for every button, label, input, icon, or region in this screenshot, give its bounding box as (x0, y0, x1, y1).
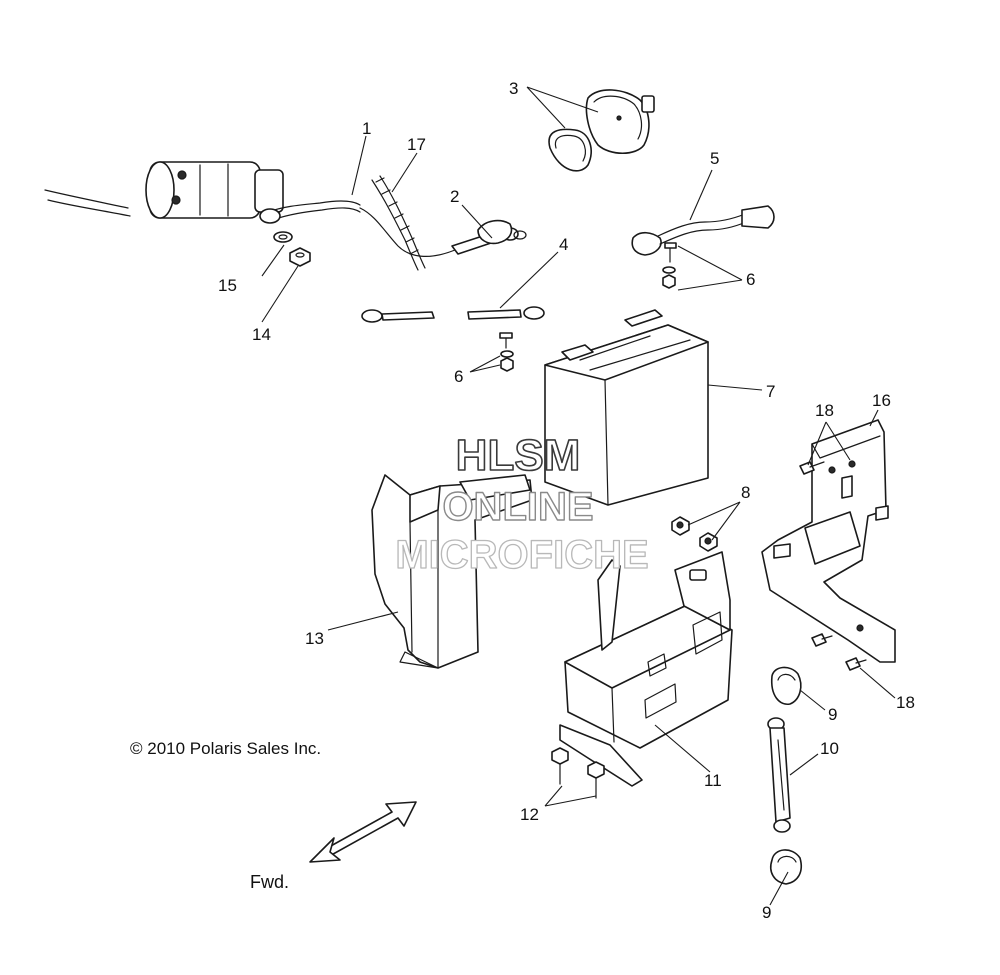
callout-6-upper: 6 (746, 270, 755, 289)
watermark-line-1: HLSM (456, 431, 581, 480)
part-15-washer (273, 231, 293, 243)
callout-17: 17 (407, 135, 426, 154)
callout-9-upper: 9 (828, 705, 837, 724)
part-16-bracket (761, 419, 896, 663)
watermark-line-2: ONLINE (442, 485, 593, 529)
part-10-strap (767, 717, 791, 833)
forward-label: Fwd. (250, 872, 289, 892)
callout-16: 16 (872, 391, 891, 410)
callout-2: 2 (450, 187, 459, 206)
callout-7: 7 (766, 382, 775, 401)
part-4-ground-strap (361, 306, 545, 323)
part-9-clip-lower (770, 849, 802, 885)
leader-lines (261, 86, 896, 906)
part-2-terminal-boot (477, 219, 527, 245)
copyright-notice: © 2010 Polaris Sales Inc. (130, 739, 321, 758)
part-13-battery-cover (371, 474, 533, 669)
callout-11: 11 (704, 771, 722, 790)
callout-15: 15 (218, 276, 237, 295)
callout-3: 3 (509, 79, 518, 98)
callout-12: 12 (520, 805, 539, 824)
part-6-hardware-lower (499, 332, 514, 372)
callout-8: 8 (741, 483, 750, 502)
callout-14: 14 (252, 325, 271, 344)
callout-9-lower: 9 (762, 903, 771, 922)
callout-5: 5 (710, 149, 719, 168)
forward-arrow (309, 801, 417, 863)
callout-13: 13 (305, 629, 324, 648)
part-18-screw-lower (811, 633, 867, 671)
callout-10: 10 (820, 739, 839, 758)
callout-6-lower: 6 (454, 367, 463, 386)
part-9-clip-upper (770, 666, 802, 705)
part-12-screws (551, 747, 605, 799)
part-11-battery-tray (559, 551, 733, 787)
callout-labels: 1 17 2 3 4 5 6 6 7 8 18 16 15 14 13 9 18… (218, 79, 915, 922)
callout-18-upper: 18 (815, 401, 834, 420)
part-5-battery-cable (631, 205, 775, 256)
callout-1: 1 (362, 119, 371, 138)
part-3-cable-straps (548, 89, 655, 172)
watermark-line-3: MICROFICHE (395, 533, 648, 577)
callout-4: 4 (559, 235, 568, 254)
part-18-screw-upper (799, 461, 825, 475)
part-17-wire-loom (371, 175, 426, 271)
part-14-nut (289, 247, 311, 267)
part-6-hardware-upper (662, 242, 677, 289)
part-8-nuts (671, 516, 718, 552)
callout-18-lower: 18 (896, 693, 915, 712)
watermark: HLSM ONLINE MICROFICHE (395, 430, 650, 577)
starter-motor (44, 161, 284, 219)
part-7-battery (544, 309, 709, 506)
